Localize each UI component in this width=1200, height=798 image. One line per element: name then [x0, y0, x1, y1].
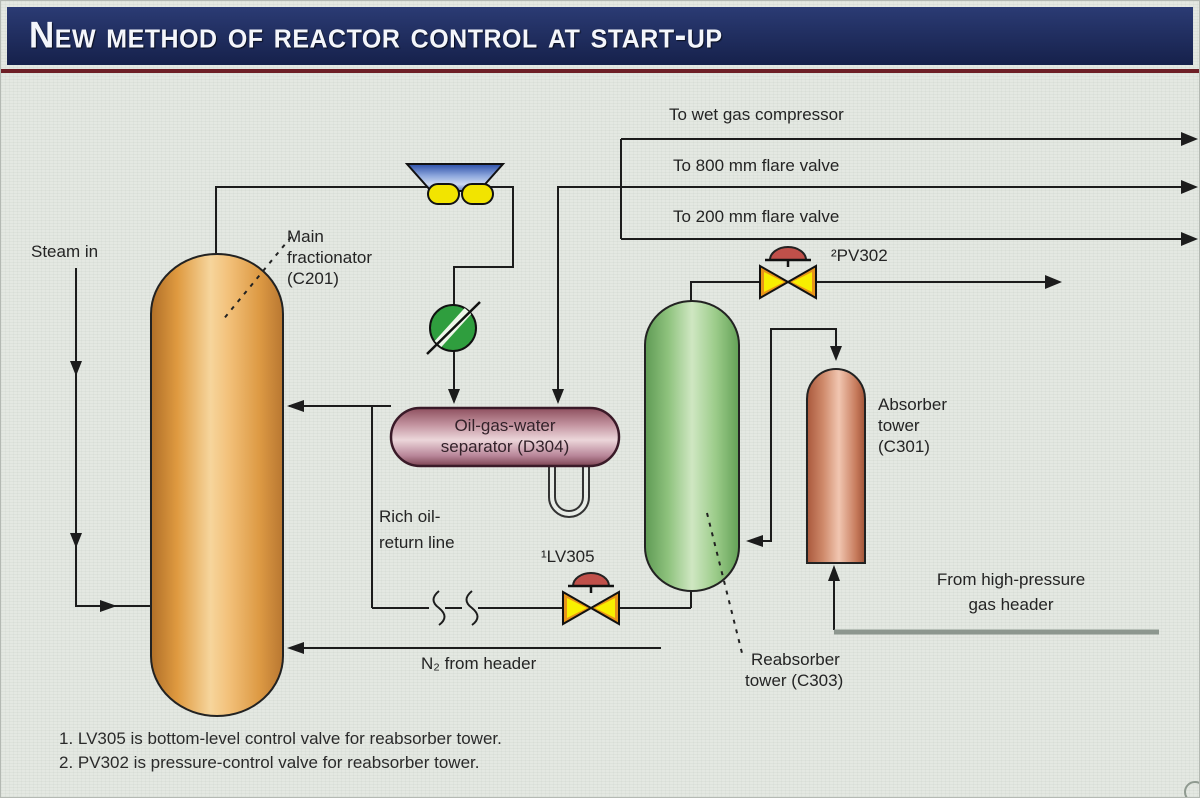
- arrow-down-icon: [70, 533, 82, 548]
- label-n2-from-header: N₂ from header: [421, 654, 537, 673]
- label-line: tower (C303): [745, 671, 844, 690]
- line-reabsorber-overhead: [690, 281, 1049, 301]
- arrow-right-icon: [1181, 132, 1198, 146]
- separator-boot-icon: [550, 456, 588, 516]
- arrow-left-icon: [746, 535, 763, 547]
- air-cooler-icon: [404, 163, 506, 205]
- leader-main-fractionator: [221, 236, 292, 322]
- arrow-left-icon: [287, 400, 304, 412]
- absorber-tower-vessel: [806, 368, 866, 564]
- footnote-2: 2. PV302 is pressure-control valve for r…: [59, 753, 480, 772]
- line-separator-vapor: [557, 186, 1185, 395]
- label-line: From high-pressure: [936, 570, 1086, 589]
- label-reabsorber-tower: Reabsorber tower (C303): [745, 649, 843, 691]
- label-separator: Oil-gas-water separator (D304): [391, 415, 619, 457]
- label-line: Absorber: [878, 395, 947, 414]
- lv305-valve-icon: [562, 572, 620, 626]
- page-corner-mark: [1184, 781, 1199, 797]
- label-lv305: ¹LV305: [541, 547, 595, 566]
- line-rich-oil-lower: [372, 591, 692, 609]
- label-rich-oil-return: Rich oil- return line: [379, 504, 455, 556]
- pv302-valve-icon: [759, 246, 817, 300]
- label-line: Main: [287, 227, 324, 246]
- line-fractionator-overhead: [215, 186, 514, 399]
- label-pv302: ²PV302: [831, 246, 888, 265]
- label-to-800mm-flare: To 800 mm flare valve: [673, 156, 840, 175]
- label-steam-in: Steam in: [31, 242, 99, 261]
- arrow-down-icon: [830, 346, 842, 361]
- reabsorber-tower-vessel: [644, 300, 740, 592]
- label-to-200mm-flare: To 200 mm flare valve: [673, 207, 840, 226]
- footnote-1: 1. LV305 is bottom-level control valve f…: [59, 729, 502, 748]
- arrow-down-icon: [70, 361, 82, 376]
- separator-vessel: [389, 406, 621, 468]
- label-line: Rich oil-: [379, 507, 441, 526]
- label-line: gas header: [968, 595, 1054, 614]
- arrow-right-icon: [1181, 180, 1198, 194]
- leader-reabsorber: [706, 512, 743, 654]
- arrow-up-icon: [828, 565, 840, 581]
- pipe-break-icon: [465, 590, 479, 626]
- label-line: tower: [878, 416, 920, 435]
- page-title: New method of reactor control at start-u…: [29, 15, 723, 56]
- title-underline: [1, 69, 1199, 73]
- pipe-break-icon: [432, 590, 446, 626]
- arrow-down-icon: [448, 389, 460, 404]
- line-steam-in: [75, 268, 151, 607]
- label-line: return line: [379, 533, 455, 552]
- label-absorber-tower: Absorber tower (C301): [878, 394, 947, 457]
- footnotes: 1. LV305 is bottom-level control valve f…: [59, 727, 502, 775]
- label-main-fractionator: Main fractionator (C201): [287, 226, 372, 289]
- main-fractionator-vessel: [150, 253, 284, 717]
- title-bar: New method of reactor control at start-u…: [7, 7, 1193, 65]
- arrow-right-icon: [100, 600, 117, 612]
- label-line: (C201): [287, 269, 339, 288]
- label-line: Oil-gas-water: [454, 416, 556, 435]
- arrow-left-icon: [287, 642, 304, 654]
- arrow-down-icon: [552, 389, 564, 404]
- label-line: Reabsorber: [751, 650, 840, 669]
- arrow-right-icon: [1045, 275, 1062, 289]
- arrow-right-icon: [1181, 232, 1198, 246]
- label-line: separator (D304): [440, 437, 570, 456]
- label-to-wet-gas-compressor: To wet gas compressor: [669, 105, 844, 124]
- heat-exchanger-icon: [426, 301, 481, 355]
- label-line: (C301): [878, 437, 930, 456]
- label-line: fractionator: [287, 248, 373, 267]
- label-from-hp-gas-header: From high-pressure gas header: [881, 567, 1141, 617]
- line-absorber-feed: [763, 328, 837, 542]
